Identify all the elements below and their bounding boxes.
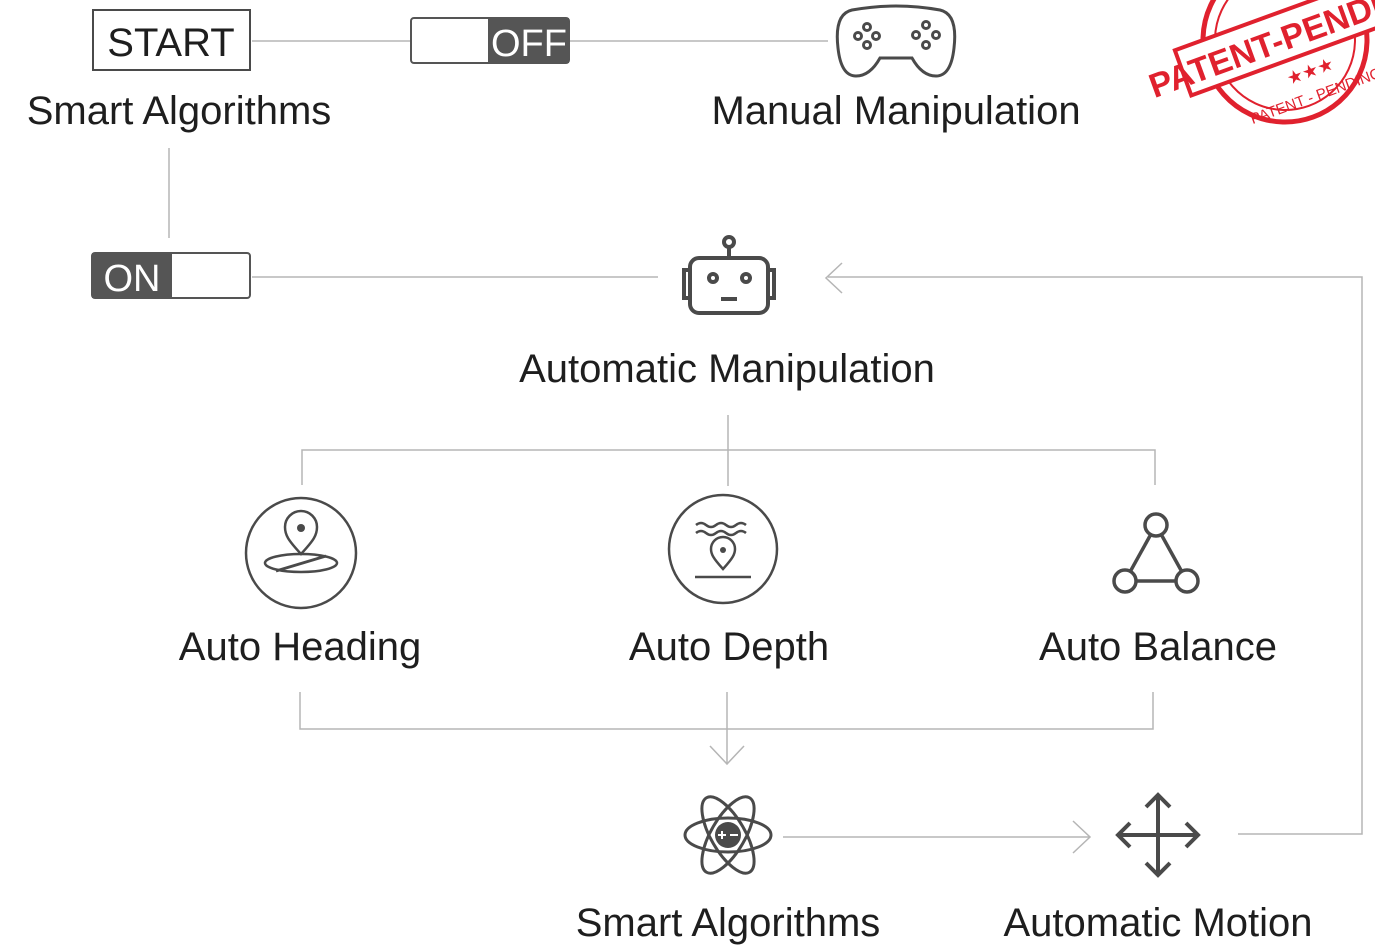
auto-heading-label: Auto Heading <box>179 625 421 669</box>
connector-lines <box>168 40 1363 854</box>
automatic-motion-label: Automatic Motion <box>1003 901 1312 945</box>
smart-algorithms-top-label: Smart Algorithms <box>27 89 332 133</box>
start-button[interactable]: START <box>92 9 251 71</box>
off-toggle[interactable]: OFF <box>410 17 570 65</box>
right-arrowhead <box>1072 820 1092 854</box>
down-arrowhead <box>709 745 745 766</box>
smart-algorithms-bottom-label: Smart Algorithms <box>576 901 881 945</box>
automatic-manipulation-label: Automatic Manipulation <box>519 347 935 391</box>
robot-icon <box>682 235 776 315</box>
on-toggle-label: ON <box>104 258 161 300</box>
feedback-arrowhead <box>824 262 843 294</box>
manual-manipulation-label: Manual Manipulation <box>711 89 1080 133</box>
off-toggle-label: OFF <box>491 23 567 65</box>
map-pin-compass-icon <box>244 496 358 610</box>
start-label: START <box>107 21 234 65</box>
branch-top-line <box>301 449 1156 485</box>
auto-balance-label: Auto Balance <box>1039 625 1277 669</box>
gamepad-icon <box>835 4 957 78</box>
move-arrows-icon <box>1115 792 1201 878</box>
auto-depth-label: Auto Depth <box>629 625 829 669</box>
on-toggle[interactable]: ON <box>91 252 251 300</box>
atom-icon <box>683 795 773 875</box>
triangle-nodes-icon <box>1112 512 1200 594</box>
water-depth-pin-icon <box>667 493 779 605</box>
feedback-line <box>828 276 1363 835</box>
patent-pending-stamp: PATENT-PENDING ★★★ PATENT - PENDING <box>1144 0 1375 128</box>
